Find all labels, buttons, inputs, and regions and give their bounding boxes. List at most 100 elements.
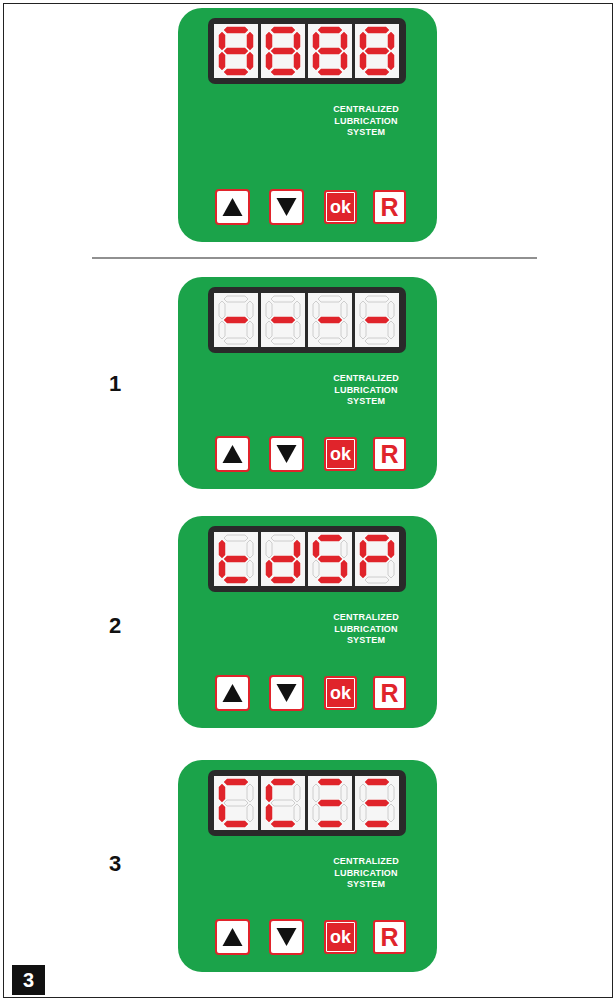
up-arrow-symbol bbox=[223, 445, 243, 463]
up-arrow-symbol bbox=[223, 928, 243, 946]
lit-segment bbox=[266, 32, 272, 50]
label-holder: 1 bbox=[100, 370, 130, 398]
reset-button: R bbox=[373, 920, 406, 954]
digit-cell bbox=[308, 293, 352, 347]
unlit-segment bbox=[294, 301, 300, 319]
lit-segment bbox=[341, 560, 347, 578]
lit-segment bbox=[365, 779, 389, 785]
reset-button: R bbox=[373, 437, 406, 471]
unlit-segment bbox=[388, 784, 394, 802]
lit-segment bbox=[365, 535, 389, 541]
lit-segment bbox=[318, 821, 342, 827]
lit-segment bbox=[219, 804, 225, 822]
lit-segment bbox=[313, 540, 319, 558]
lit-segment bbox=[365, 821, 389, 827]
lit-segment bbox=[318, 535, 342, 541]
up-button bbox=[216, 190, 249, 224]
unlit-segment bbox=[341, 540, 347, 558]
panel-body bbox=[178, 8, 437, 242]
unlit-segment bbox=[266, 321, 272, 339]
control-panel: CENTRALIZED LUBRICATION SYSTEMokR bbox=[178, 516, 437, 728]
ok-button-text: ok bbox=[330, 445, 351, 463]
ok-button: ok bbox=[324, 190, 357, 224]
digit-background bbox=[355, 293, 399, 347]
digit-background bbox=[261, 532, 305, 586]
seven-segment-display bbox=[208, 287, 406, 353]
lit-segment bbox=[247, 32, 253, 50]
down-arrow-symbol bbox=[277, 928, 297, 946]
lit-segment bbox=[224, 577, 248, 583]
lit-segment bbox=[365, 69, 389, 75]
unlit-segment bbox=[365, 296, 389, 302]
lit-segment bbox=[388, 32, 394, 50]
unlit-segment bbox=[388, 560, 394, 578]
down-button bbox=[270, 676, 303, 710]
unlit-segment bbox=[247, 804, 253, 822]
unlit-segment bbox=[360, 784, 366, 802]
digit-cell bbox=[214, 776, 258, 830]
up-arrow-symbol bbox=[223, 684, 243, 702]
seven-segment-display bbox=[208, 526, 406, 592]
unlit-segment bbox=[360, 804, 366, 822]
lit-segment bbox=[388, 52, 394, 70]
up-arrow-symbol bbox=[223, 198, 243, 216]
unlit-segment bbox=[224, 338, 248, 344]
figure-number-box: 3 bbox=[12, 965, 45, 995]
lit-segment bbox=[318, 48, 342, 54]
display-frame bbox=[208, 526, 406, 592]
digit-cell bbox=[355, 293, 399, 347]
down-arrow-symbol bbox=[277, 198, 297, 216]
lit-segment bbox=[271, 577, 295, 583]
unlit-segment bbox=[360, 301, 366, 319]
lit-segment bbox=[224, 556, 248, 562]
digit-background bbox=[214, 532, 258, 586]
lit-segment bbox=[318, 779, 342, 785]
down-button bbox=[270, 190, 303, 224]
digit-background bbox=[308, 532, 352, 586]
lit-segment bbox=[219, 52, 225, 70]
lit-segment bbox=[313, 32, 319, 50]
lit-segment bbox=[271, 779, 295, 785]
digit-background bbox=[308, 24, 352, 78]
unlit-segment bbox=[219, 321, 225, 339]
unlit-segment bbox=[341, 804, 347, 822]
lit-segment bbox=[365, 556, 389, 562]
unlit-segment bbox=[294, 321, 300, 339]
unlit-segment bbox=[313, 784, 319, 802]
digit-cell bbox=[308, 776, 352, 830]
unlit-segment bbox=[247, 301, 253, 319]
digit-background bbox=[214, 24, 258, 78]
digit-cell bbox=[261, 24, 305, 78]
unlit-segment bbox=[388, 804, 394, 822]
digit-cell bbox=[261, 532, 305, 586]
digit-background bbox=[355, 24, 399, 78]
down-button bbox=[270, 920, 303, 954]
lit-segment bbox=[266, 784, 272, 802]
lit-segment bbox=[318, 27, 342, 33]
seven-segment-display bbox=[208, 770, 406, 836]
callout-number: 2 bbox=[109, 615, 121, 637]
lit-segment bbox=[341, 32, 347, 50]
unlit-segment bbox=[224, 535, 248, 541]
panel-brand-text: CENTRALIZED LUBRICATION SYSTEM bbox=[324, 104, 408, 139]
lit-segment bbox=[271, 556, 295, 562]
frame-border bbox=[4, 4, 613, 998]
display-frame bbox=[208, 18, 406, 84]
unlit-segment bbox=[341, 301, 347, 319]
unlit-segment bbox=[294, 784, 300, 802]
unlit-segment bbox=[247, 784, 253, 802]
digit-background bbox=[214, 293, 258, 347]
unlit-segment bbox=[266, 301, 272, 319]
lit-segment bbox=[294, 32, 300, 50]
panel-body bbox=[178, 516, 437, 728]
unlit-segment bbox=[318, 338, 342, 344]
reset-button-text: R bbox=[380, 681, 398, 706]
lit-segment bbox=[313, 52, 319, 70]
digit-cell bbox=[308, 24, 352, 78]
ok-button: ok bbox=[324, 920, 357, 954]
up-button bbox=[216, 437, 249, 471]
unlit-segment bbox=[247, 321, 253, 339]
lit-segment bbox=[271, 317, 295, 323]
down-arrow-symbol bbox=[277, 445, 297, 463]
lit-segment bbox=[219, 540, 225, 558]
